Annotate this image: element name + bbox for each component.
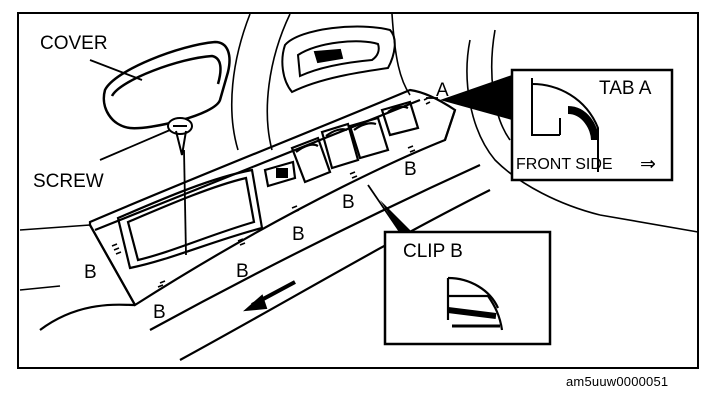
clip-b-detail-icon (446, 276, 504, 331)
clip-b-label-1: B (84, 262, 97, 283)
clip-b-markers (111, 97, 431, 288)
front-side-label: FRONT SIDE (516, 156, 613, 173)
clip-b-label-5: B (342, 192, 355, 213)
screw-label: SCREW (33, 171, 104, 192)
screw-icon (167, 117, 193, 156)
cover-label: COVER (40, 33, 108, 54)
figure-frame (17, 12, 699, 369)
leader-lines (89, 59, 438, 256)
tab-a-detail-icon (531, 78, 599, 172)
inner-door-handle (281, 25, 396, 94)
front-side-arrow-icon: ⇒ (640, 154, 656, 175)
front-direction-arrow-icon (242, 280, 296, 312)
clip-b-inset (380, 200, 552, 346)
clip-b-label-4: B (292, 224, 305, 245)
clip-b-label: CLIP B (403, 241, 463, 262)
tab-a-pointer-label: A (436, 80, 449, 101)
clip-b-label-6: B (404, 159, 417, 180)
tab-a-inset (440, 68, 674, 182)
clip-b-label-2: B (153, 302, 166, 323)
power-window-switch-panel (39, 88, 491, 361)
clip-b-label-3: B (236, 261, 249, 282)
tab-a-label: TAB A (599, 78, 652, 99)
cover-part (102, 40, 231, 130)
figure-code: am5uuw0000051 (566, 374, 668, 389)
